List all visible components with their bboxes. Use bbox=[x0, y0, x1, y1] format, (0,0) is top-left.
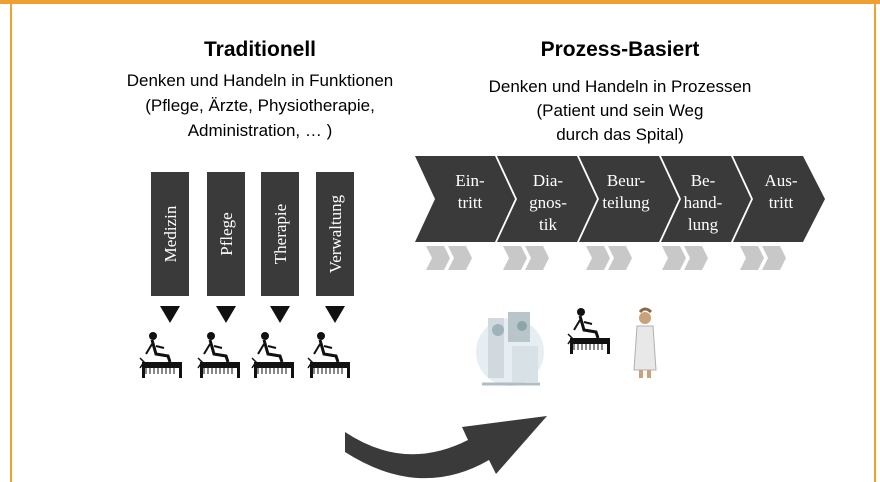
step-behandlung-line-2: hand- bbox=[684, 193, 723, 212]
process-step-behandlung: Be- hand- lung bbox=[661, 156, 751, 242]
nurse-figure bbox=[633, 307, 657, 378]
small-chevrons-row bbox=[426, 246, 786, 270]
functional-column-medizin: Medizin bbox=[138, 172, 189, 380]
transition-arrow bbox=[345, 416, 547, 479]
frame-left-border bbox=[10, 0, 12, 482]
patient-on-bed-icon bbox=[566, 306, 612, 356]
step-diagnostik-line-1: Dia- bbox=[533, 171, 564, 190]
traditional-title: Traditionell bbox=[203, 38, 316, 61]
traditional-line-3: Administration, … ) bbox=[187, 121, 333, 140]
process-line-2: (Patient und sein Weg bbox=[536, 101, 704, 120]
process-step-eintritt: Ein- tritt bbox=[415, 156, 515, 242]
step-beurteilung-line-2: teilung bbox=[602, 193, 650, 212]
traditional-line-1: Denken und Handeln in Funktionen bbox=[126, 71, 394, 90]
column-label-therapie: Therapie bbox=[271, 204, 290, 264]
column-label-medizin: Medizin bbox=[161, 205, 180, 262]
step-eintritt-line-2: tritt bbox=[458, 193, 483, 212]
step-eintritt-line-1: Ein- bbox=[455, 171, 485, 190]
process-line-1: Denken und Handeln in Prozessen bbox=[488, 77, 752, 96]
step-diagnostik-line-3: tik bbox=[539, 215, 557, 234]
step-beurteilung-line-1: Beur- bbox=[607, 171, 646, 190]
step-diagnostik-line-2: gnos- bbox=[529, 193, 567, 212]
process-step-diagnostik: Dia- gnos- tik bbox=[497, 156, 597, 242]
medical-equipment-illustration bbox=[476, 312, 544, 386]
step-behandlung-line-1: Be- bbox=[691, 171, 716, 190]
column-label-verwaltung: Verwaltung bbox=[326, 194, 345, 273]
column-label-pflege: Pflege bbox=[217, 212, 236, 255]
process-title: Prozess-Basiert bbox=[540, 38, 700, 61]
functional-column-pflege: Pflege bbox=[196, 172, 245, 380]
frame-top-border bbox=[0, 0, 880, 4]
traditional-line-2: (Pflege, Ärzte, Physiotherapie, bbox=[145, 96, 375, 115]
step-austritt-line-2: tritt bbox=[769, 193, 794, 212]
frame-right-border bbox=[874, 0, 876, 482]
step-behandlung-line-3: lung bbox=[688, 215, 719, 234]
process-step-beurteilung: Beur- teilung bbox=[579, 156, 679, 242]
process-line-3: durch das Spital) bbox=[556, 125, 684, 144]
step-austritt-line-1: Aus- bbox=[764, 171, 797, 190]
process-step-austritt: Aus- tritt bbox=[733, 156, 825, 242]
functional-column-verwaltung: Verwaltung bbox=[306, 172, 354, 380]
functional-column-therapie: Therapie bbox=[250, 172, 299, 380]
